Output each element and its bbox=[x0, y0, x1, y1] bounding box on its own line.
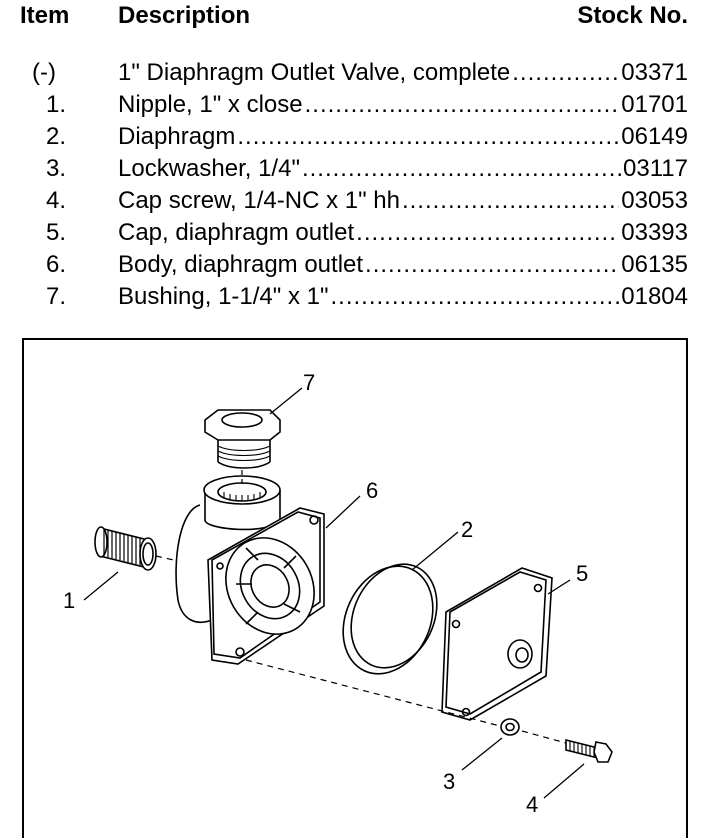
item-number: (-) bbox=[32, 59, 56, 86]
parts-row: 6. Body, diaphragm outlet...............… bbox=[0, 249, 704, 281]
callout-7: 7 bbox=[303, 370, 315, 395]
stock-number: 06135 bbox=[621, 251, 688, 278]
leader-dots: ........................................… bbox=[330, 283, 620, 310]
item-description: Cap, diaphragm outlet bbox=[118, 219, 355, 246]
callout-4: 4 bbox=[526, 792, 538, 817]
bushing-part bbox=[204, 409, 281, 484]
parts-row: 4. Cap screw, 1/4-NC x 1" hh............… bbox=[0, 185, 704, 217]
stock-number: 06149 bbox=[621, 123, 688, 150]
column-header-stock-no: Stock No. bbox=[577, 2, 688, 29]
stock-number: 03117 bbox=[623, 155, 688, 182]
callout-5: 5 bbox=[576, 561, 588, 586]
leader-dots: ........................................… bbox=[356, 219, 619, 246]
leader-dots: ........................................… bbox=[512, 59, 620, 86]
parts-row: 2. Diaphragm............................… bbox=[0, 121, 704, 153]
item-number: 5. bbox=[45, 219, 66, 246]
item-number: 6. bbox=[45, 251, 66, 278]
stock-number: 03371 bbox=[621, 59, 688, 86]
item-description: 1" Diaphragm Outlet Valve, complete bbox=[118, 59, 511, 86]
leader-dots: ........................................… bbox=[301, 155, 621, 182]
item-number: 4. bbox=[45, 187, 66, 214]
stock-number: 03053 bbox=[621, 187, 688, 214]
leader-dots: ........................................… bbox=[401, 187, 619, 214]
leader-dots: ........................................… bbox=[365, 251, 619, 278]
cap-screw-part bbox=[565, 738, 613, 763]
callout-1: 1 bbox=[63, 588, 75, 613]
item-description: Diaphragm bbox=[118, 123, 236, 150]
exploded-view-frame bbox=[22, 338, 688, 838]
item-number: 3. bbox=[45, 155, 66, 182]
stock-number: 01701 bbox=[621, 91, 688, 118]
stock-number: 03393 bbox=[621, 219, 688, 246]
parts-row: 3. Lockwasher, 1/4".....................… bbox=[0, 153, 704, 185]
parts-row: 1. Nipple, 1" x close...................… bbox=[0, 89, 704, 121]
diaphragm-part bbox=[342, 563, 438, 675]
item-description: Nipple, 1" x close bbox=[118, 91, 303, 118]
parts-row: 7. Bushing, 1-1/4" x 1".................… bbox=[0, 281, 704, 313]
callout-6: 6 bbox=[366, 478, 378, 503]
nipple-part bbox=[94, 526, 201, 571]
item-number: 1. bbox=[45, 91, 66, 118]
callout-2: 2 bbox=[461, 517, 473, 542]
leader-dots: ........................................… bbox=[304, 91, 620, 118]
item-description: Lockwasher, 1/4" bbox=[118, 155, 300, 182]
item-description: Cap screw, 1/4-NC x 1" hh bbox=[118, 187, 400, 214]
column-header-item: Item bbox=[20, 2, 70, 29]
item-description: Bushing, 1-1/4" x 1" bbox=[118, 283, 329, 310]
parts-row: (-) 1" Diaphragm Outlet Valve, complete.… bbox=[0, 57, 704, 89]
callout-3: 3 bbox=[443, 769, 455, 794]
item-description: Body, diaphragm outlet bbox=[118, 251, 364, 278]
parts-row: 5. Cap, diaphragm outlet................… bbox=[0, 217, 704, 249]
leader-dots: ........................................… bbox=[237, 123, 620, 150]
item-number: 2. bbox=[45, 123, 66, 150]
stock-number: 01804 bbox=[621, 283, 688, 310]
body-part bbox=[175, 475, 325, 665]
column-header-description: Description bbox=[118, 2, 251, 29]
cap-part bbox=[245, 567, 553, 727]
item-number: 7. bbox=[45, 283, 66, 310]
lockwasher-part bbox=[500, 718, 567, 744]
leader-lines bbox=[83, 387, 585, 799]
